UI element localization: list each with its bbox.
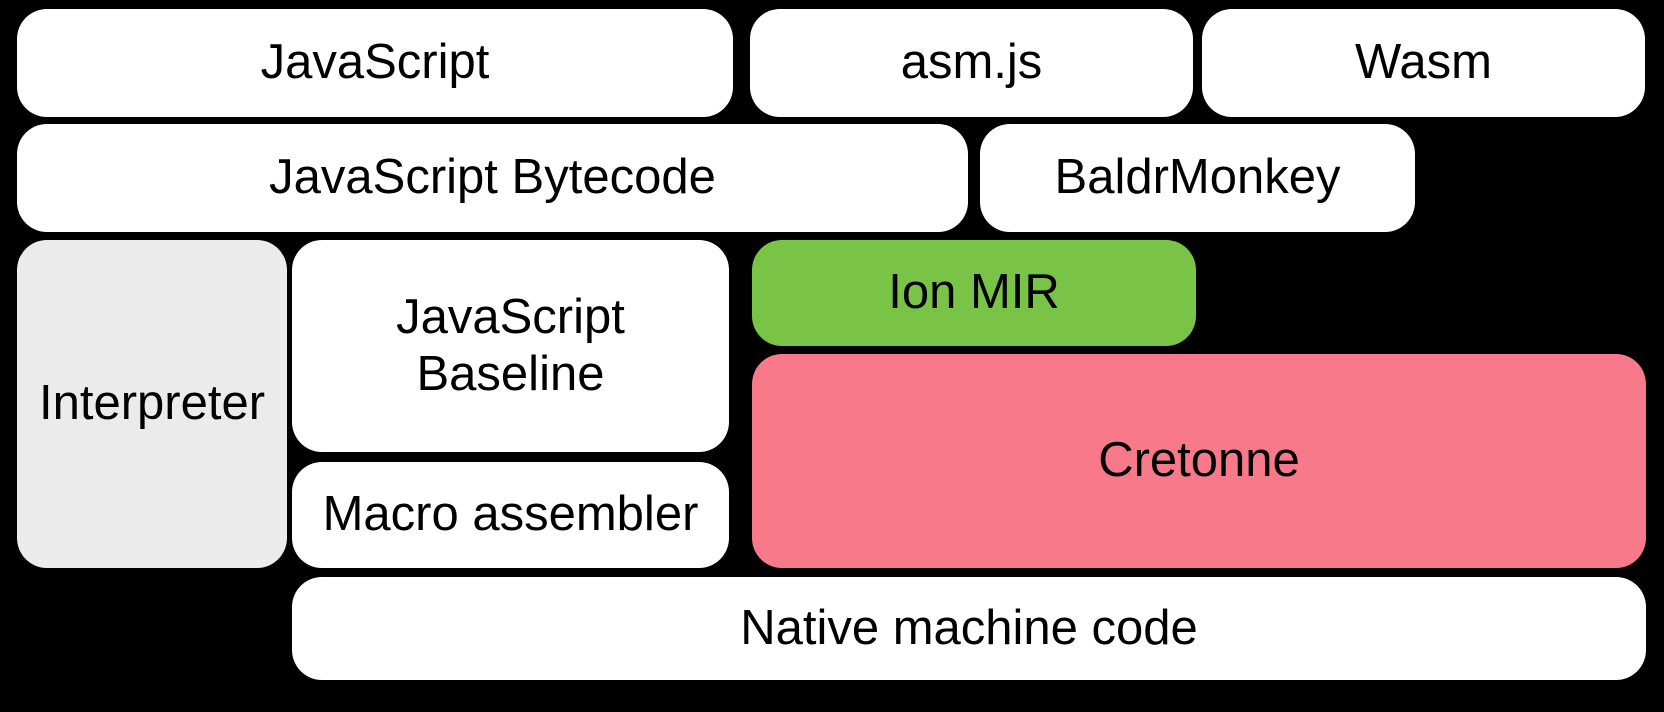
node-javascript-bytecode: JavaScript Bytecode [17, 124, 968, 232]
node-javascript-baseline-label: JavaScript Baseline [396, 289, 625, 401]
node-baldrmonkey-label: BaldrMonkey [1054, 150, 1341, 205]
node-cretonne-label: Cretonne [1098, 433, 1300, 488]
node-wasm-label: Wasm [1355, 35, 1492, 90]
node-interpreter: Interpreter [17, 240, 287, 568]
node-baldrmonkey: BaldrMonkey [980, 124, 1415, 232]
node-macro-assembler-label: Macro assembler [322, 487, 699, 542]
node-interpreter-label: Interpreter [38, 376, 266, 431]
node-javascript-baseline: JavaScript Baseline [292, 240, 729, 452]
node-asm-js-label: asm.js [900, 35, 1043, 90]
node-macro-assembler: Macro assembler [292, 462, 729, 568]
node-javascript-label: JavaScript [260, 35, 490, 90]
node-cretonne: Cretonne [752, 354, 1646, 568]
node-javascript-bytecode-label: JavaScript Bytecode [269, 150, 716, 205]
node-javascript: JavaScript [17, 9, 733, 117]
node-native-machine-code: Native machine code [292, 577, 1646, 680]
node-ion-mir: Ion MIR [752, 240, 1196, 346]
node-asm-js: asm.js [750, 9, 1193, 117]
node-ion-mir-label: Ion MIR [888, 265, 1060, 320]
node-wasm: Wasm [1202, 9, 1645, 117]
node-native-machine-code-label: Native machine code [740, 600, 1198, 655]
